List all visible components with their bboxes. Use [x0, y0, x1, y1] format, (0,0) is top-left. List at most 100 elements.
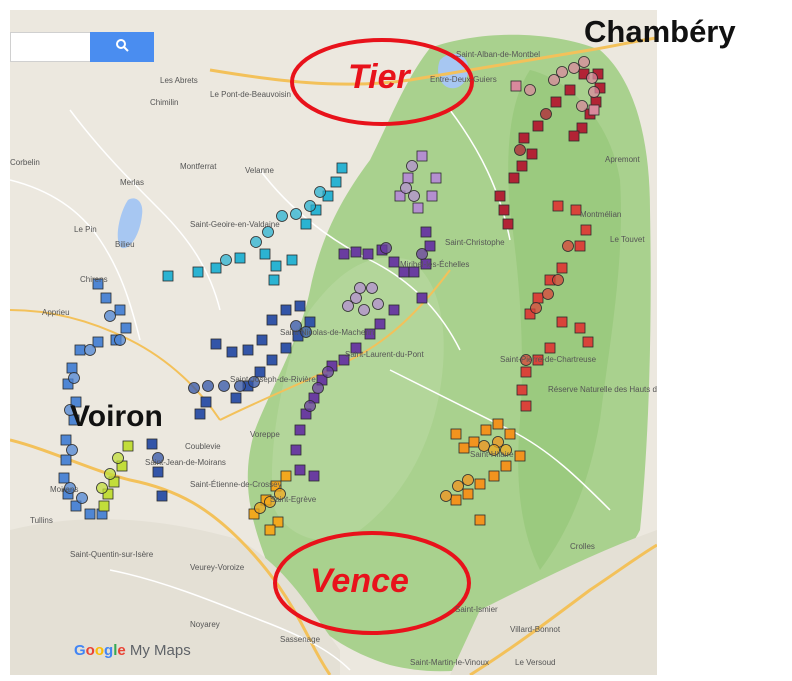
track-marker-cyan[interactable] — [286, 254, 298, 266]
track-waypoint-blue[interactable] — [76, 492, 88, 504]
track-waypoint-lilac[interactable] — [342, 300, 354, 312]
track-marker-purple[interactable] — [350, 246, 362, 258]
track-waypoint-blue[interactable] — [64, 404, 76, 416]
track-marker-red[interactable] — [520, 400, 532, 412]
track-marker-navy[interactable] — [280, 342, 292, 354]
track-waypoint-purple[interactable] — [416, 248, 428, 260]
track-marker-pink[interactable] — [510, 80, 522, 92]
track-marker-red[interactable] — [574, 322, 586, 334]
track-marker-lilac[interactable] — [426, 190, 438, 202]
track-marker-purple[interactable] — [374, 318, 386, 330]
track-marker-crimson[interactable] — [518, 132, 530, 144]
track-marker-crimson[interactable] — [532, 120, 544, 132]
track-marker-lilac[interactable] — [412, 202, 424, 214]
track-waypoint-orange[interactable] — [462, 474, 474, 486]
track-marker-purple[interactable] — [420, 226, 432, 238]
track-waypoint-red[interactable] — [520, 354, 532, 366]
track-waypoint-blue[interactable] — [104, 310, 116, 322]
track-marker-orange[interactable] — [480, 424, 492, 436]
track-waypoint-pink[interactable] — [524, 84, 536, 96]
track-waypoint-cyan[interactable] — [304, 200, 316, 212]
track-marker-purple[interactable] — [350, 342, 362, 354]
track-waypoint-orange[interactable] — [440, 490, 452, 502]
track-marker-navy[interactable] — [304, 316, 316, 328]
track-waypoint-lilac[interactable] — [406, 160, 418, 172]
track-waypoint-red[interactable] — [542, 288, 554, 300]
map-canvas[interactable] — [10, 10, 657, 675]
track-waypoint-red[interactable] — [562, 240, 574, 252]
track-marker-orange[interactable] — [458, 442, 470, 454]
track-marker-red[interactable] — [516, 384, 528, 396]
track-marker-red[interactable] — [544, 342, 556, 354]
track-marker-pink[interactable] — [588, 104, 600, 116]
track-marker-navy[interactable] — [200, 396, 212, 408]
track-marker-crimson[interactable] — [494, 190, 506, 202]
track-marker-purple[interactable] — [388, 304, 400, 316]
track-marker-red[interactable] — [520, 366, 532, 378]
track-marker-red[interactable] — [580, 224, 592, 236]
track-marker-red[interactable] — [574, 240, 586, 252]
track-marker-purple[interactable] — [338, 354, 350, 366]
track-waypoint-blue[interactable] — [68, 372, 80, 384]
track-waypoint-navy[interactable] — [202, 380, 214, 392]
track-waypoint-purple[interactable] — [322, 366, 334, 378]
track-waypoint-blue[interactable] — [64, 482, 76, 494]
track-waypoint-crimson[interactable] — [540, 108, 552, 120]
track-marker-orange[interactable] — [500, 460, 512, 472]
track-marker-orange[interactable] — [474, 478, 486, 490]
track-waypoint-crimson[interactable] — [514, 144, 526, 156]
track-waypoint-navy[interactable] — [152, 452, 164, 464]
track-waypoint-red[interactable] — [552, 274, 564, 286]
track-marker-navy[interactable] — [194, 408, 206, 420]
track-marker-purple[interactable] — [338, 248, 350, 260]
track-marker-blue[interactable] — [92, 278, 104, 290]
track-marker-purple[interactable] — [416, 292, 428, 304]
track-waypoint-navy[interactable] — [290, 320, 302, 332]
track-waypoint-lilac[interactable] — [408, 190, 420, 202]
track-marker-navy[interactable] — [156, 490, 168, 502]
track-marker-navy[interactable] — [146, 438, 158, 450]
track-marker-red[interactable] — [532, 292, 544, 304]
track-marker-crimson[interactable] — [564, 84, 576, 96]
track-marker-blue[interactable] — [60, 454, 72, 466]
track-waypoint-gold[interactable] — [488, 444, 500, 456]
track-waypoint-navy[interactable] — [218, 380, 230, 392]
track-marker-cyan[interactable] — [234, 252, 246, 264]
track-marker-purple[interactable] — [388, 256, 400, 268]
track-marker-purple[interactable] — [308, 470, 320, 482]
track-waypoint-purple[interactable] — [380, 242, 392, 254]
track-waypoint-gold[interactable] — [264, 496, 276, 508]
track-marker-navy[interactable] — [226, 346, 238, 358]
track-waypoint-orange[interactable] — [452, 480, 464, 492]
track-waypoint-blue[interactable] — [114, 334, 126, 346]
track-waypoint-cyan[interactable] — [290, 208, 302, 220]
track-marker-orange[interactable] — [488, 470, 500, 482]
track-marker-gold[interactable] — [280, 470, 292, 482]
map-frame[interactable]: Saint-Alban-de-Montbel Les Abrets Chimil… — [10, 10, 657, 675]
track-waypoint-gold[interactable] — [500, 444, 512, 456]
track-marker-blue[interactable] — [60, 434, 72, 446]
track-marker-navy[interactable] — [294, 300, 306, 312]
track-marker-orange[interactable] — [450, 494, 462, 506]
track-marker-gold[interactable] — [272, 516, 284, 528]
track-marker-red[interactable] — [532, 354, 544, 366]
search-input[interactable] — [10, 32, 90, 62]
track-waypoint-purple[interactable] — [304, 400, 316, 412]
track-waypoint-cyan[interactable] — [276, 210, 288, 222]
track-marker-crimson[interactable] — [498, 204, 510, 216]
track-waypoint-navy[interactable] — [300, 326, 312, 338]
track-marker-lime[interactable] — [102, 488, 114, 500]
track-marker-orange[interactable] — [450, 428, 462, 440]
track-marker-purple[interactable] — [364, 328, 376, 340]
track-marker-blue[interactable] — [70, 500, 82, 512]
track-marker-purple[interactable] — [408, 266, 420, 278]
track-waypoint-lilac[interactable] — [354, 282, 366, 294]
track-waypoint-pink[interactable] — [586, 72, 598, 84]
track-marker-lilac[interactable] — [416, 150, 428, 162]
track-marker-navy[interactable] — [280, 304, 292, 316]
track-waypoint-lime[interactable] — [104, 468, 116, 480]
track-marker-cyan[interactable] — [270, 260, 282, 272]
track-marker-blue[interactable] — [114, 304, 126, 316]
track-waypoint-lilac[interactable] — [366, 282, 378, 294]
track-marker-cyan[interactable] — [268, 274, 280, 286]
